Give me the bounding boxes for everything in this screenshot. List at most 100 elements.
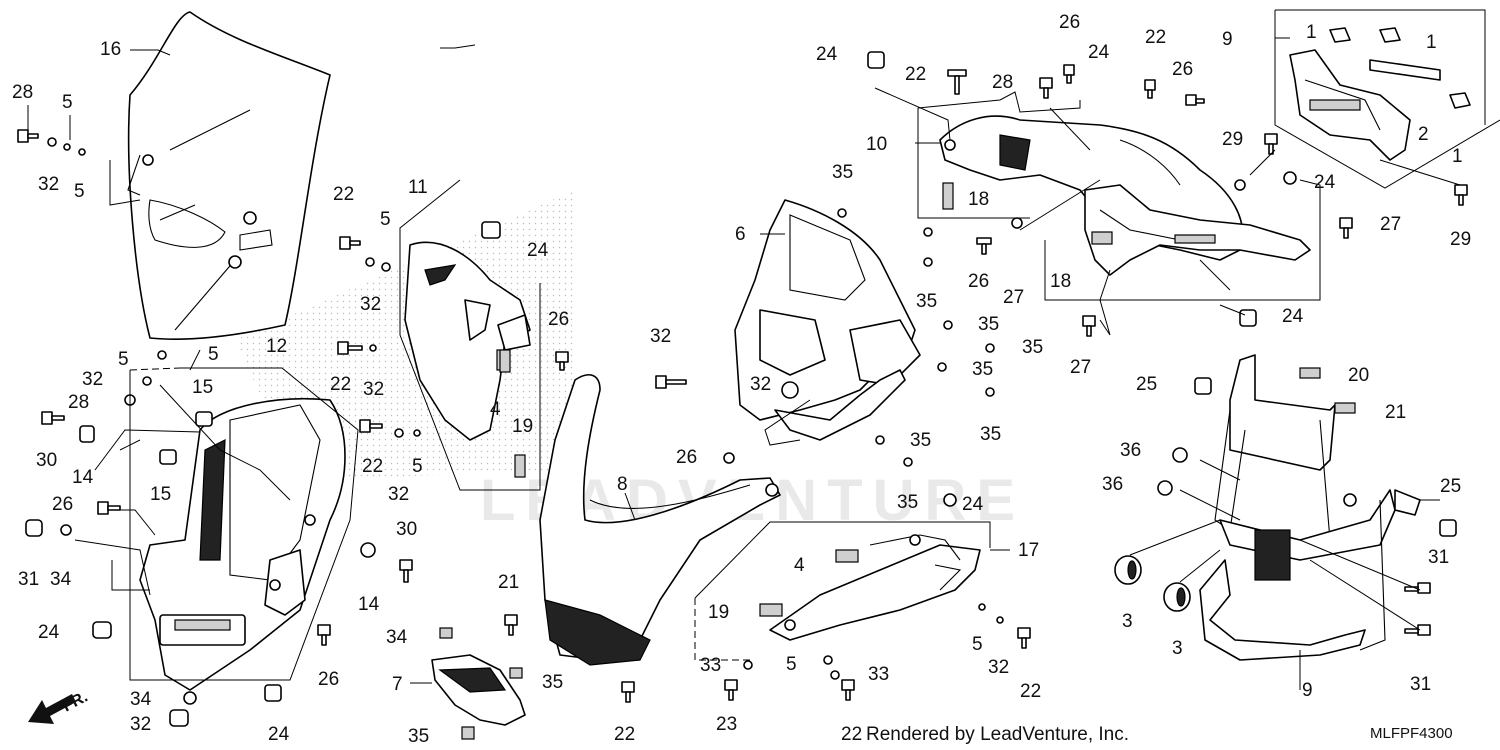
callout-8: 8 <box>617 474 628 495</box>
callout-22: 22 <box>362 456 383 477</box>
meter-stay-part[interactable] <box>1084 184 1311 276</box>
front-cowl-part[interactable] <box>539 374 781 666</box>
callout-30: 31 <box>1410 674 1431 695</box>
grommet-part-a[interactable] <box>1114 555 1142 585</box>
front-direction-label: FR. <box>60 688 91 715</box>
callout-21: 22 <box>614 724 635 745</box>
lower-cover-part[interactable] <box>431 654 526 726</box>
callout-24: 24 <box>816 44 838 65</box>
callout-26: 26 <box>1059 12 1080 33</box>
callout-14: 14 <box>358 594 380 615</box>
callout-26: 26 <box>548 309 569 330</box>
callout-29: 30 <box>396 519 417 540</box>
callout-5: 5 <box>62 92 73 113</box>
callout-24: 24 <box>38 622 60 643</box>
callout-15: 15 <box>150 484 171 505</box>
callout-5: 5 <box>380 209 391 230</box>
callout-19: 19 <box>708 602 729 623</box>
lower-side-cover-part[interactable] <box>769 534 981 641</box>
callout-24: 24 <box>527 240 549 261</box>
callout-10: 9 <box>1222 29 1233 50</box>
callout-4: 4 <box>794 555 805 576</box>
callout-32: 32 <box>82 369 103 390</box>
callout-18: 18 <box>968 189 989 210</box>
callout-14: 14 <box>72 467 94 488</box>
callout-22: 23 <box>716 714 737 735</box>
callout-28: 29 <box>1450 229 1471 250</box>
inner-cowl-part[interactable] <box>139 397 346 691</box>
callout-5: 5 <box>786 654 797 675</box>
footer-prefix-callout: 22 <box>841 724 862 745</box>
callout-35: 35 <box>978 314 999 335</box>
leader-lines <box>27 37 1461 690</box>
callout-24: 24 <box>962 494 984 515</box>
callout-6: 6 <box>735 224 746 245</box>
callout-24: 24 <box>268 724 290 745</box>
callout-2: 2 <box>1418 124 1429 145</box>
callout-7: 7 <box>392 674 403 695</box>
footer: 22 Rendered by LeadVenture, Inc. MLFPF43… <box>841 724 1453 745</box>
callout-33: 34 <box>50 569 72 590</box>
diagram-code: MLFPF4300 <box>1370 725 1453 742</box>
callout-35: 35 <box>832 162 853 183</box>
callout-35: 35 <box>972 359 993 380</box>
callout-1: 1 <box>1426 32 1437 53</box>
callout-23: 24 <box>1314 172 1336 193</box>
callout-32: 32 <box>388 484 409 505</box>
callout-31: 31 <box>18 569 39 590</box>
callout-1: 1 <box>1306 22 1317 43</box>
callout-26: 26 <box>1172 59 1193 80</box>
callout-27: 28 <box>12 82 33 103</box>
callout-3: 3 <box>1122 611 1133 632</box>
callout-22: 22 <box>905 64 926 85</box>
callout-3: 3 <box>1172 638 1183 659</box>
windscreen-part[interactable] <box>127 11 331 340</box>
bracket-assembly-part[interactable] <box>1289 27 1471 161</box>
footer-credit: Rendered by LeadVenture, Inc. <box>866 724 1129 745</box>
callout-labels: 16 28 5 32 5 5 5 12 32 28 15 15 30 14 26… <box>12 12 1471 747</box>
cowl-stay-frame-part[interactable] <box>1199 354 1421 661</box>
grommet-part-b[interactable] <box>1163 582 1191 612</box>
callout-28: 29 <box>1222 129 1243 150</box>
callout-30: 31 <box>1428 547 1449 568</box>
callout-16: 17 <box>1018 540 1039 561</box>
callout-34: 34 <box>386 627 408 648</box>
callout-32: 33 <box>868 664 889 685</box>
callout-35: 35 <box>980 424 1001 445</box>
callout-32: 32 <box>988 657 1009 678</box>
callout-27: 28 <box>68 392 89 413</box>
callout-5: 5 <box>412 456 423 477</box>
callout-23: 24 <box>1088 42 1110 63</box>
callout-29: 30 <box>36 450 57 471</box>
callout-22: 22 <box>1145 27 1166 48</box>
callout-25: 26 <box>52 494 73 515</box>
callout-26: 27 <box>1003 287 1024 308</box>
callout-4: 4 <box>490 399 501 420</box>
callout-22: 22 <box>1020 681 1041 702</box>
callout-19: 19 <box>512 416 533 437</box>
callout-24: 24 <box>1282 306 1304 327</box>
callout-13: 12 <box>266 336 287 357</box>
front-arrow-icon <box>28 694 76 724</box>
front-direction-indicator: FR. <box>28 688 91 724</box>
callout-26: 26 <box>676 447 697 468</box>
fasteners-group <box>17 51 1468 740</box>
callout-35: 35 <box>1022 337 1043 358</box>
callout-5: 5 <box>972 634 983 655</box>
callout-36: 36 <box>1120 440 1141 461</box>
meter-visor-part[interactable] <box>734 199 921 441</box>
callout-31: 32 <box>130 714 151 735</box>
callout-5: 5 <box>208 344 219 365</box>
group-outlines <box>129 9 1500 681</box>
callout-15: 15 <box>192 377 213 398</box>
callout-32: 32 <box>363 379 384 400</box>
callout-21: 21 <box>498 572 519 593</box>
callout-31: 32 <box>750 374 771 395</box>
callout-20: 21 <box>1385 402 1406 423</box>
callout-36: 36 <box>1102 474 1123 495</box>
callout-35: 35 <box>910 430 931 451</box>
callout-12: 11 <box>408 177 428 198</box>
callout-5: 5 <box>118 349 129 370</box>
